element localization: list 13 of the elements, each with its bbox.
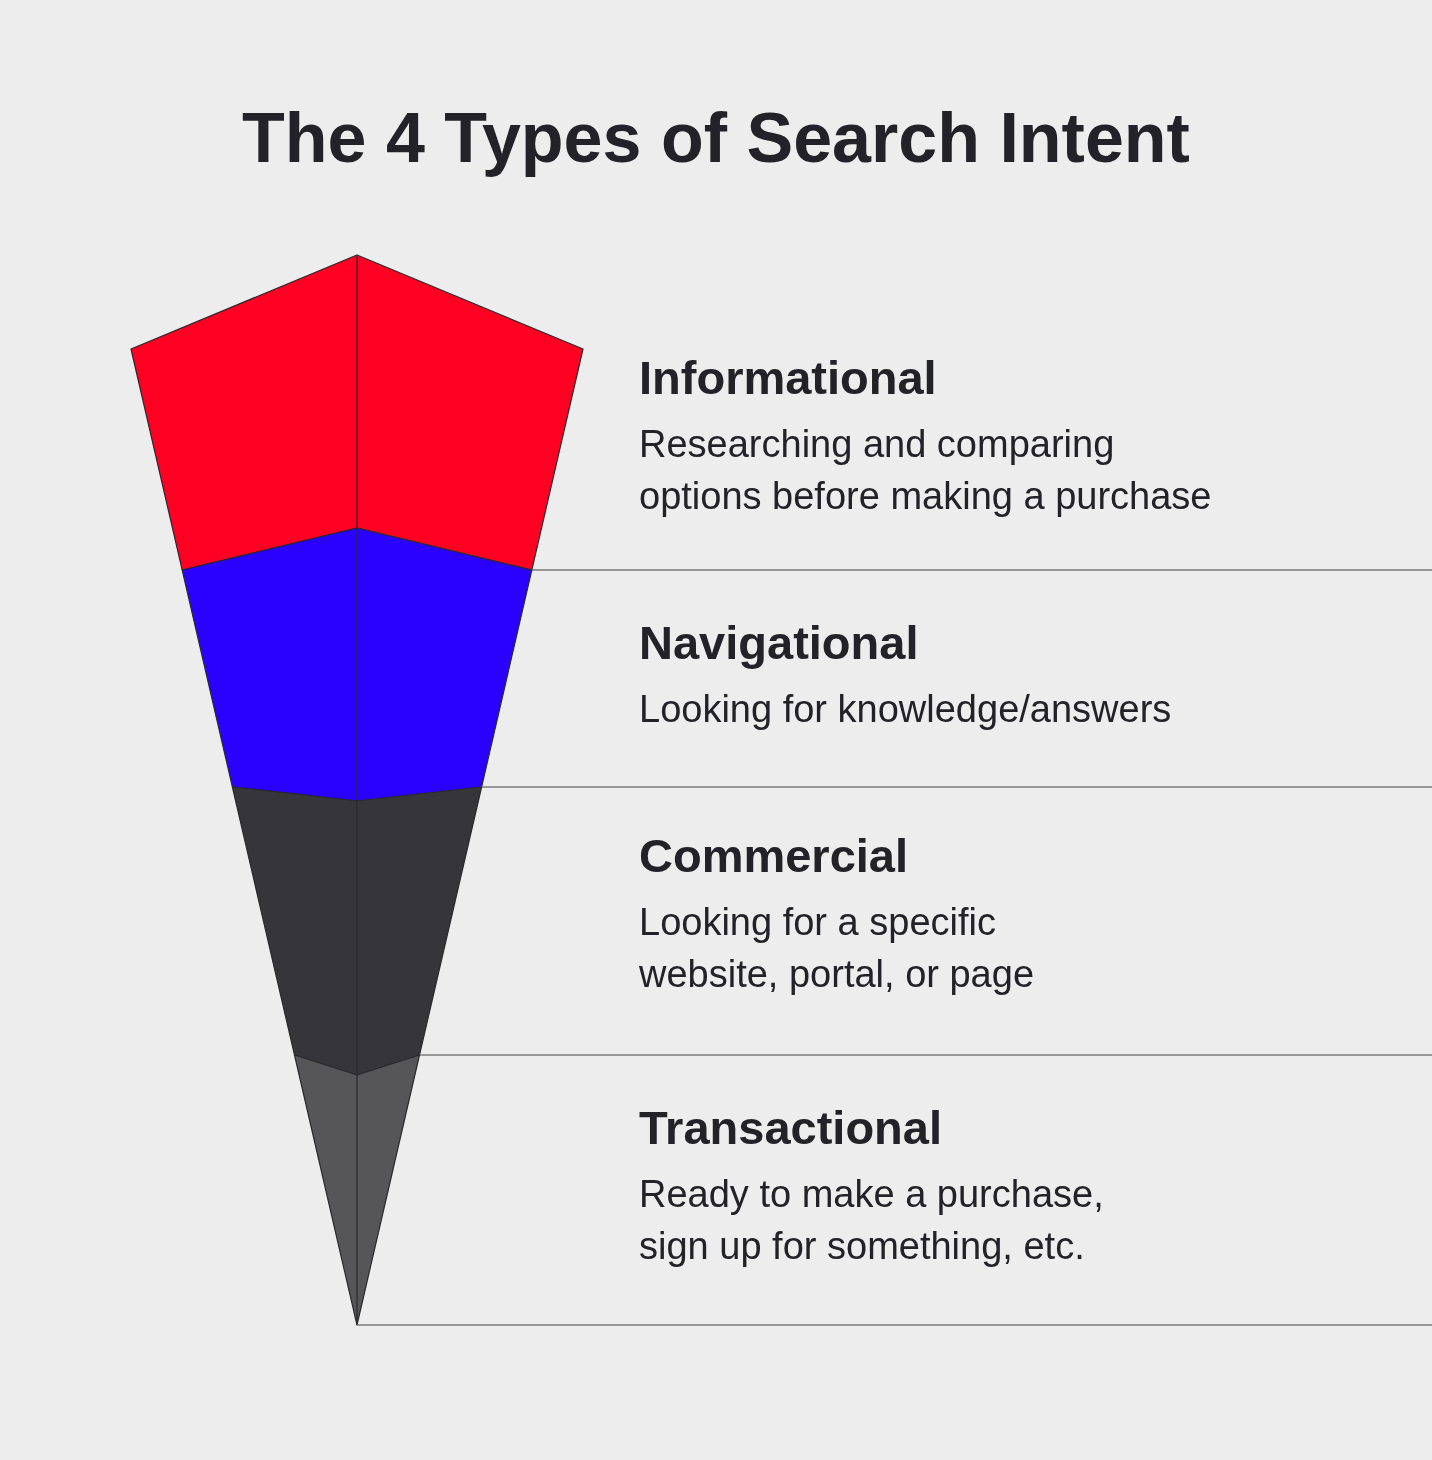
description-text: Ready to make a purchase, sign up for something, etc.	[639, 1172, 1105, 1269]
funnel-segment	[181, 527, 533, 802]
funnel-segment	[130, 254, 584, 571]
description-text: Researching and comparing options before making a purchase	[639, 422, 1213, 519]
category-heading: Informational	[639, 350, 937, 406]
category-heading: Transactional	[639, 1100, 942, 1156]
description-text: Looking for a specific website, portal, or page	[639, 900, 1035, 997]
funnel-segment	[293, 1054, 421, 1326]
funnel-segment	[231, 786, 483, 1076]
category-heading: Navigational	[639, 615, 919, 671]
description-text: Looking for knowledge/answers	[639, 687, 1173, 732]
diagram-title: The 4 Types of Search Intent	[242, 98, 1190, 179]
category-heading: Commercial	[639, 828, 909, 884]
